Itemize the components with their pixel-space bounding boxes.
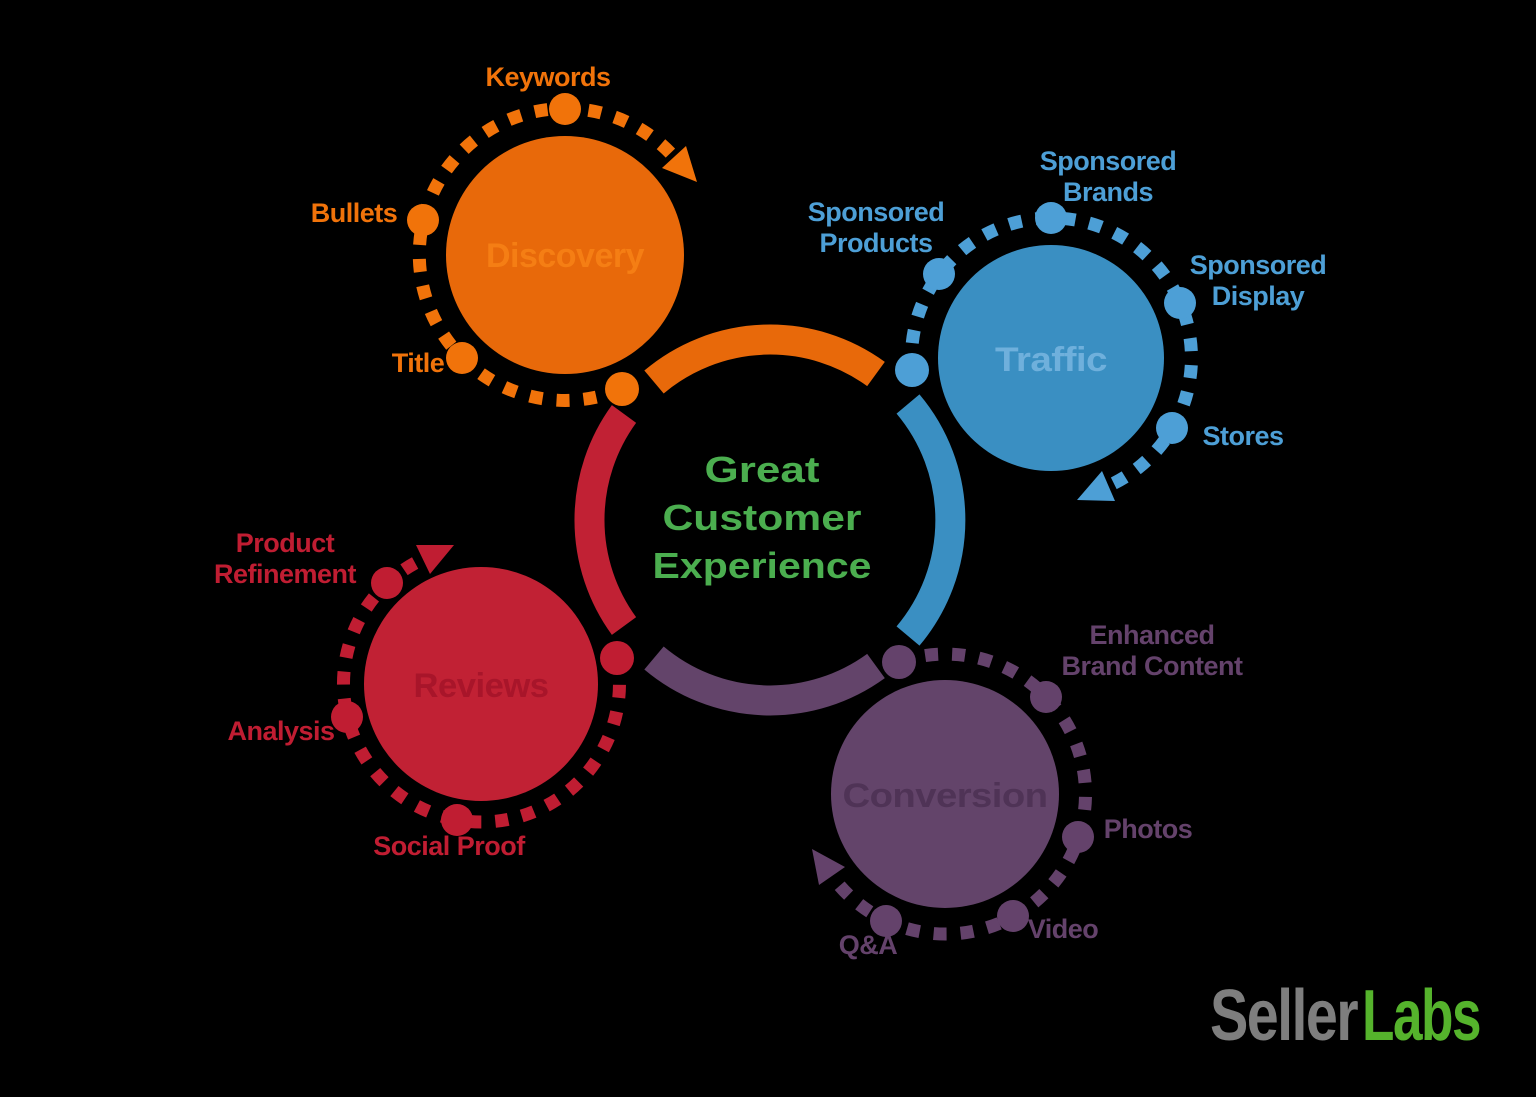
conversion-label: Conversion	[843, 777, 1048, 815]
reviews-arrow-icon	[416, 545, 454, 574]
discovery-node: Discovery Keywords Bullets Title	[311, 62, 697, 407]
traffic-arrow-icon	[1077, 471, 1115, 501]
center-title: Great Customer Experience	[653, 449, 872, 586]
conversion-satellite-enhanced-brand-content-line1: Enhanced	[1089, 620, 1214, 650]
logo-labs-text: Labs	[1362, 976, 1480, 1056]
traffic-satellite-sponsored-products-line1: Sponsored	[808, 197, 945, 227]
conversion-enhanced-brand-content-dot	[1030, 681, 1062, 713]
traffic-satellite-sponsored-display-line2: Display	[1212, 281, 1305, 311]
traffic-sponsored-brands-dot	[1035, 202, 1067, 234]
conversion-photos-dot	[1062, 821, 1094, 853]
discovery-bullets-dot	[407, 204, 439, 236]
reviews-satellite-product-refinement-line2: Refinement	[214, 559, 357, 589]
reviews-social-proof-dot	[441, 804, 473, 836]
reviews-junction-dot	[600, 641, 634, 675]
center-ring-orange-arc	[644, 324, 885, 394]
reviews-analysis-dot	[331, 701, 363, 733]
reviews-satellite-social-proof: Social Proof	[373, 831, 526, 861]
reviews-dashed-ring	[336, 553, 626, 829]
center-title-line1: Great	[705, 449, 820, 490]
conversion-node: Conversion Enhanced Brand Content Photos…	[812, 620, 1244, 960]
traffic-satellite-sponsored-brands-line1: Sponsored	[1040, 146, 1177, 176]
reviews-satellite-product-refinement-line1: Product	[236, 528, 335, 558]
conversion-satellite-video: Video	[1028, 914, 1099, 944]
discovery-satellite-keywords: Keywords	[485, 62, 610, 92]
conversion-satellite-qa: Q&A	[839, 930, 898, 960]
center-ring-red-arc	[574, 405, 637, 635]
traffic-label: Traffic	[995, 341, 1107, 379]
sellerlabs-logo: Seller Labs	[1210, 976, 1482, 1056]
discovery-keywords-dot	[549, 93, 581, 125]
traffic-satellite-sponsored-brands-line2: Brands	[1063, 177, 1153, 207]
discovery-junction-dot	[605, 372, 639, 406]
discovery-satellite-bullets: Bullets	[311, 198, 398, 228]
center-ring-purple-arc	[644, 646, 885, 716]
traffic-sponsored-display-dot	[1164, 287, 1196, 319]
reviews-satellite-analysis: Analysis	[227, 716, 334, 746]
conversion-junction-dot	[882, 645, 916, 679]
traffic-circle	[938, 245, 1164, 471]
conversion-video-dot	[997, 900, 1029, 932]
conversion-satellite-photos: Photos	[1104, 814, 1193, 844]
conversion-satellite-enhanced-brand-content-line2: Brand Content	[1062, 651, 1243, 681]
reviews-circle	[364, 567, 598, 801]
traffic-node: Traffic Sponsored Products Sponsored Bra…	[808, 146, 1327, 501]
conversion-arrow-icon	[812, 849, 845, 885]
reviews-product-refinement-dot	[371, 567, 403, 599]
reviews-label: Reviews	[414, 667, 549, 705]
traffic-satellite-stores: Stores	[1202, 421, 1283, 451]
traffic-stores-dot	[1156, 412, 1188, 444]
discovery-title-dot	[446, 342, 478, 374]
center-title-line2: Customer	[663, 497, 862, 538]
traffic-satellite-sponsored-display-line1: Sponsored	[1190, 250, 1327, 280]
center-title-line3: Experience	[653, 545, 872, 586]
center-ring-blue-arc	[896, 394, 966, 646]
conversion-circle	[831, 680, 1059, 908]
conversion-qa-dot	[870, 905, 902, 937]
discovery-label: Discovery	[486, 237, 645, 275]
center-ring	[574, 324, 966, 716]
discovery-circle	[446, 136, 684, 374]
discovery-satellite-title: Title	[392, 348, 445, 378]
logo-seller-text: Seller	[1210, 976, 1358, 1056]
traffic-junction-dot	[895, 353, 929, 387]
discovery-arrow-icon	[662, 146, 697, 182]
reviews-node: Reviews Product Refinement Analysis Soci…	[214, 528, 634, 861]
traffic-satellite-sponsored-products-line2: Products	[819, 228, 932, 258]
traffic-sponsored-products-dot	[923, 258, 955, 290]
